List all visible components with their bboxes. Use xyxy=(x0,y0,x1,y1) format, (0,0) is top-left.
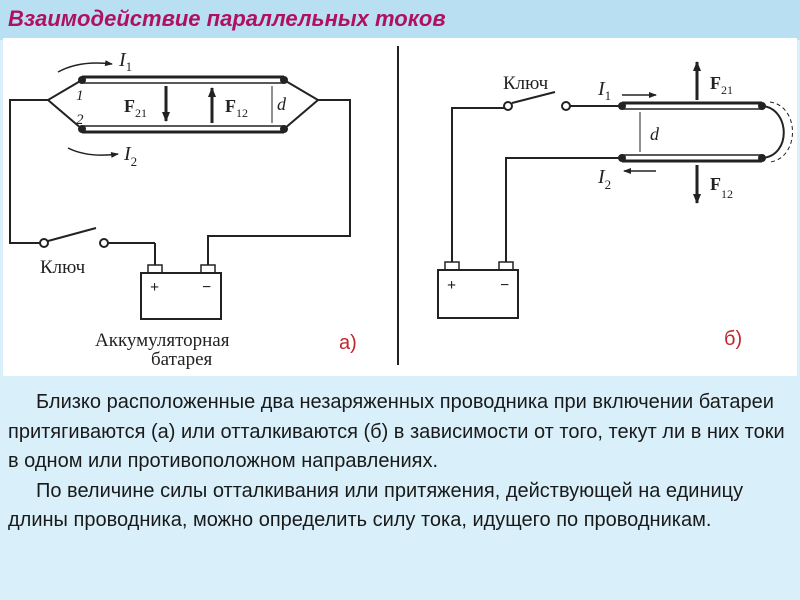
slide-title: Взаимодействие параллельных токов xyxy=(8,6,446,31)
wire-b-right xyxy=(505,157,622,265)
battery-b-plus: + xyxy=(447,277,456,294)
node-a-1 xyxy=(78,76,86,84)
battery-b-terminal-minus xyxy=(498,261,514,271)
switch-b-contact-left xyxy=(503,101,513,111)
node-a-2 xyxy=(280,76,288,84)
loop-b-right-outer xyxy=(769,101,793,163)
connector-a-left xyxy=(46,79,83,130)
diagram-b xyxy=(437,61,793,319)
current-b-bottom-label: I2 xyxy=(597,166,611,192)
current-arrow-a-bottom xyxy=(67,147,119,158)
force-b-top-label: F21 xyxy=(710,73,733,97)
node-a-4 xyxy=(280,125,288,133)
diagram-a xyxy=(9,60,351,320)
battery-a-body xyxy=(140,272,222,320)
panel-a-label: а) xyxy=(339,332,357,354)
diagram-b-labels: Ключ I1 I2 F21 F12 d + − б) xyxy=(447,73,742,350)
switch-a-contact-left xyxy=(39,238,49,248)
wire-b-left xyxy=(451,107,507,265)
battery-b-body xyxy=(437,269,519,319)
paragraph-2: По величине силы отталкивания или притяж… xyxy=(8,479,744,532)
wire-a-2-label: 2 xyxy=(76,112,84,128)
node-a-3 xyxy=(78,125,86,133)
title-bar xyxy=(0,0,800,40)
current-arrow-a-top xyxy=(57,60,113,73)
current-b-top-label: I1 xyxy=(597,78,611,103)
switch-b-contact-right xyxy=(561,101,571,111)
circuit-diagrams: I1 1 2 I2 F21 F12 d Ключ + − Аккумулятор… xyxy=(9,46,793,370)
battery-a-plus: + xyxy=(150,279,159,296)
switch-a-label: Ключ xyxy=(40,257,86,278)
switch-a-lever xyxy=(47,227,97,242)
battery-b-minus: − xyxy=(500,277,509,294)
battery-a-terminal-plus xyxy=(147,264,163,274)
panel-b-label: б) xyxy=(724,328,742,350)
battery-b-terminal-plus xyxy=(444,261,460,271)
paragraph-1: Близко расположенные два незаряженных пр… xyxy=(8,391,785,472)
wire-a-left xyxy=(9,99,48,244)
connector-a-right xyxy=(283,79,320,130)
battery-a-minus: − xyxy=(202,279,211,296)
battery-a-label-line1: Аккумуляторная xyxy=(95,330,230,351)
current-a-bottom-label: I2 xyxy=(123,143,137,169)
wire-a-right xyxy=(207,99,351,267)
diagram-panel xyxy=(3,38,797,376)
current-a-top-label: I1 xyxy=(118,49,132,74)
loop-b-right xyxy=(761,105,785,159)
force-a-left-label: F21 xyxy=(124,96,147,120)
diagram-a-labels: I1 1 2 I2 F21 F12 d Ключ + − Аккумулятор… xyxy=(40,49,357,370)
description: Близко расположенные два незаряженных пр… xyxy=(8,388,788,536)
switch-a-contact-right xyxy=(99,238,109,248)
distance-a-label: d xyxy=(277,94,287,114)
node-b-3 xyxy=(618,154,626,162)
switch-b-lever xyxy=(511,91,556,104)
distance-b-label: d xyxy=(650,124,660,144)
switch-b-label: Ключ xyxy=(503,73,549,94)
force-a-right-label: F12 xyxy=(225,96,248,120)
battery-a-terminal-minus xyxy=(200,264,216,274)
battery-a-label-line2: батарея xyxy=(151,349,213,370)
wire-a-1-label: 1 xyxy=(76,88,84,104)
force-b-bottom-label: F12 xyxy=(710,174,733,201)
node-b-1 xyxy=(618,102,626,110)
